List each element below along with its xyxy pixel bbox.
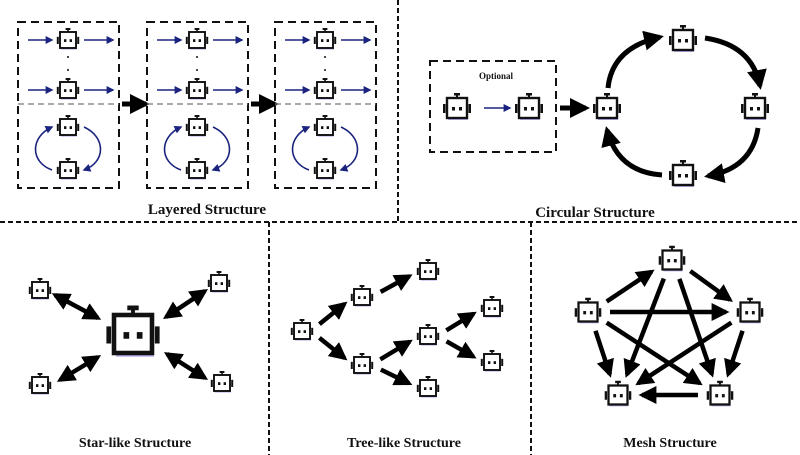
arrow xyxy=(688,269,733,302)
robot-icon xyxy=(415,258,441,282)
cycle-arrow xyxy=(291,126,311,171)
cycle-arrow xyxy=(34,126,54,171)
robot-icon xyxy=(591,91,623,122)
robot-icon xyxy=(312,77,338,101)
layer-block xyxy=(146,21,249,189)
robot-icon xyxy=(657,244,687,273)
robot-icon xyxy=(27,277,53,301)
arrow xyxy=(623,277,666,378)
robot-icon xyxy=(667,23,699,54)
robot-icon xyxy=(479,295,505,319)
tree-structure-panel xyxy=(289,258,505,399)
star-structure-panel xyxy=(27,270,235,396)
arrow xyxy=(605,269,655,304)
layered-structure-panel xyxy=(17,21,377,189)
bidirectional-arrow xyxy=(51,293,102,320)
robot-icon xyxy=(184,27,210,51)
robot-icon xyxy=(184,77,210,101)
robot-icon xyxy=(667,158,699,189)
layer-box xyxy=(274,21,377,189)
optional-box xyxy=(429,60,557,153)
cycle-arrow xyxy=(339,126,359,172)
arrow xyxy=(724,330,745,378)
cycle-arrow xyxy=(704,35,767,90)
arrow xyxy=(445,311,477,333)
robot-icon xyxy=(349,284,375,308)
cycle-arrow xyxy=(605,30,664,89)
arrow xyxy=(379,367,413,386)
robot-icon xyxy=(206,270,232,294)
robot-icon xyxy=(184,114,210,138)
robot-icon xyxy=(55,157,81,181)
arrow xyxy=(635,320,733,386)
arrow xyxy=(445,339,477,359)
mesh-structure-panel xyxy=(573,244,765,408)
robot-icon xyxy=(55,114,81,138)
robot-icon xyxy=(415,375,441,399)
robot-icon xyxy=(573,296,603,325)
arrow xyxy=(379,274,413,294)
robot-icon xyxy=(705,379,735,408)
bidirectional-arrow xyxy=(163,289,208,319)
arrow xyxy=(677,278,716,378)
cycle-arrow xyxy=(211,126,231,172)
robot-icon xyxy=(106,306,159,357)
arrow xyxy=(317,301,348,326)
ellipsis-dot xyxy=(67,56,69,58)
robot-icon xyxy=(312,114,338,138)
arrow xyxy=(593,330,614,378)
robot-icon xyxy=(735,296,765,325)
cycle-arrow xyxy=(82,126,102,172)
robot-icon xyxy=(184,157,210,181)
cycle-arrow xyxy=(163,126,183,171)
tree-structure-title: Tree-like Structure xyxy=(347,436,461,451)
ellipsis-dot xyxy=(196,56,198,58)
optional-label: Optional xyxy=(479,71,514,81)
robot-icon xyxy=(312,27,338,51)
robot-icon xyxy=(289,318,315,342)
mesh-structure-title: Mesh Structure xyxy=(623,436,716,451)
robot-icon xyxy=(415,323,441,347)
robot-icon xyxy=(479,349,505,373)
bidirectional-arrow xyxy=(163,352,209,380)
layered-structure-title: Layered Structure xyxy=(148,202,267,218)
arrow xyxy=(379,339,413,362)
robot-icon xyxy=(55,27,81,51)
circular-structure-title: Circular Structure xyxy=(535,205,655,221)
cycle-arrow xyxy=(704,127,761,183)
robot-icon xyxy=(513,91,545,122)
ellipsis-dot xyxy=(67,69,69,71)
robot-icon xyxy=(209,370,235,394)
cycle-arrow xyxy=(601,126,663,178)
robot-icon xyxy=(603,379,633,408)
bidirectional-arrow xyxy=(56,355,102,382)
layer-box xyxy=(17,21,120,189)
star-structure-title: Star-like Structure xyxy=(79,436,191,451)
robot-icon xyxy=(27,372,53,396)
layer-block xyxy=(274,21,377,189)
robot-icon xyxy=(55,77,81,101)
ellipsis-dot xyxy=(196,69,198,71)
circular-structure-panel xyxy=(429,23,771,189)
ellipsis-dot xyxy=(324,56,326,58)
robot-icon xyxy=(349,352,375,376)
arrow xyxy=(317,336,348,361)
robot-icon xyxy=(312,157,338,181)
robot-icon xyxy=(739,91,771,122)
ellipsis-dot xyxy=(324,69,326,71)
arrow xyxy=(605,320,703,386)
layer-box xyxy=(146,21,249,189)
robot-icon xyxy=(441,91,473,122)
layer-block xyxy=(17,21,120,189)
